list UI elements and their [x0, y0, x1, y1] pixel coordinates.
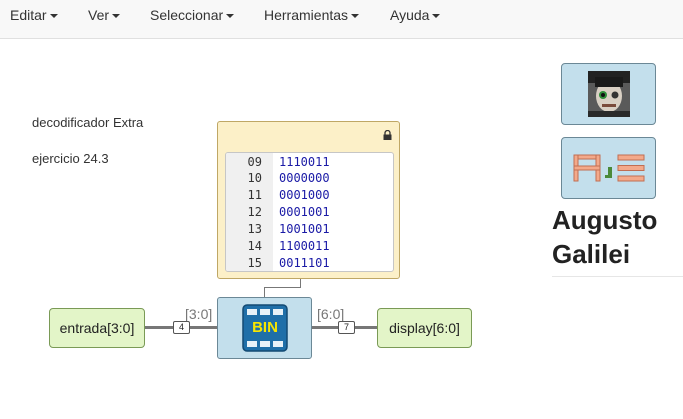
memory-address: 14	[247, 239, 262, 253]
menu-seleccionar-label: Seleccionar	[150, 7, 224, 23]
output-bus-label: [6:0]	[317, 306, 345, 322]
memory-row: 14 1100011	[226, 239, 393, 255]
memory-value: 0011101	[279, 256, 330, 270]
author-photo-button[interactable]	[561, 63, 656, 125]
memory-address: 09	[247, 155, 262, 169]
circuit-title: decodificador Extra	[32, 115, 144, 130]
circuit-subtitle: ejercicio 24.3	[32, 151, 109, 166]
input-block-label: entrada[3:0]	[59, 320, 135, 336]
menu-ayuda[interactable]: Ayuda	[390, 0, 441, 30]
author-first-name: Augusto	[552, 205, 658, 235]
memory-value: 0001000	[279, 188, 330, 202]
memory-value: 1100011	[279, 239, 330, 253]
memory-row: 10 0000000	[226, 171, 393, 187]
memory-address: 13	[247, 222, 262, 236]
author-avatar	[588, 71, 630, 117]
input-bus-label: [3:0]	[185, 306, 213, 322]
memory-value: 0001001	[279, 205, 330, 219]
memory-connector	[300, 279, 301, 287]
bin-chip-icon	[242, 304, 288, 352]
menu-herramientas[interactable]: Herramientas	[264, 0, 360, 30]
caret-down-icon	[112, 14, 121, 19]
output-block[interactable]: display[6:0]	[377, 308, 472, 348]
memory-row: 09 1110011	[226, 155, 393, 171]
rom-label: BIN	[252, 319, 278, 336]
memory-value: 0000000	[279, 171, 330, 185]
memory-address: 15	[247, 256, 262, 270]
sidebar-divider	[552, 276, 683, 277]
memory-value: 1110011	[279, 155, 330, 169]
author-last-name: Galilei	[552, 239, 631, 269]
output-block-label: display[6:0]	[389, 320, 460, 336]
caret-down-icon	[432, 14, 441, 19]
memory-row: 11 0001000	[226, 188, 393, 204]
memory-row: 13 1001001	[226, 222, 393, 238]
caret-down-icon	[49, 14, 58, 19]
menu-bar: Editar Ver Seleccionar Herramientas Ayud…	[0, 0, 683, 39]
memory-row: 15 0011101	[226, 256, 393, 271]
rom-block[interactable]: BIN	[217, 297, 312, 359]
input-block[interactable]: entrada[3:0]	[49, 308, 145, 348]
memory-address: 11	[247, 188, 262, 202]
memory-value: 1001001	[279, 222, 330, 236]
aje-logo-icon	[573, 154, 645, 182]
memory-connector	[264, 287, 301, 288]
memory-connector	[264, 287, 265, 297]
memory-address: 10	[247, 171, 262, 185]
menu-editar[interactable]: Editar	[10, 0, 58, 30]
caret-down-icon	[226, 14, 235, 19]
menu-herramientas-label: Herramientas	[264, 7, 349, 23]
memory-row: 12 0001001	[226, 205, 393, 221]
menu-seleccionar[interactable]: Seleccionar	[150, 0, 235, 30]
caret-down-icon	[351, 14, 360, 19]
menu-ver[interactable]: Ver	[88, 0, 121, 30]
memory-address: 12	[247, 205, 262, 219]
lock-icon	[383, 130, 392, 140]
logo-button[interactable]	[561, 137, 656, 199]
menu-ayuda-label: Ayuda	[390, 7, 430, 23]
memory-gutter	[226, 153, 273, 271]
menu-editar-label: Editar	[10, 7, 47, 23]
output-width-badge: 7	[338, 321, 355, 334]
menu-ver-label: Ver	[88, 7, 110, 23]
input-width-badge: 4	[173, 321, 190, 334]
